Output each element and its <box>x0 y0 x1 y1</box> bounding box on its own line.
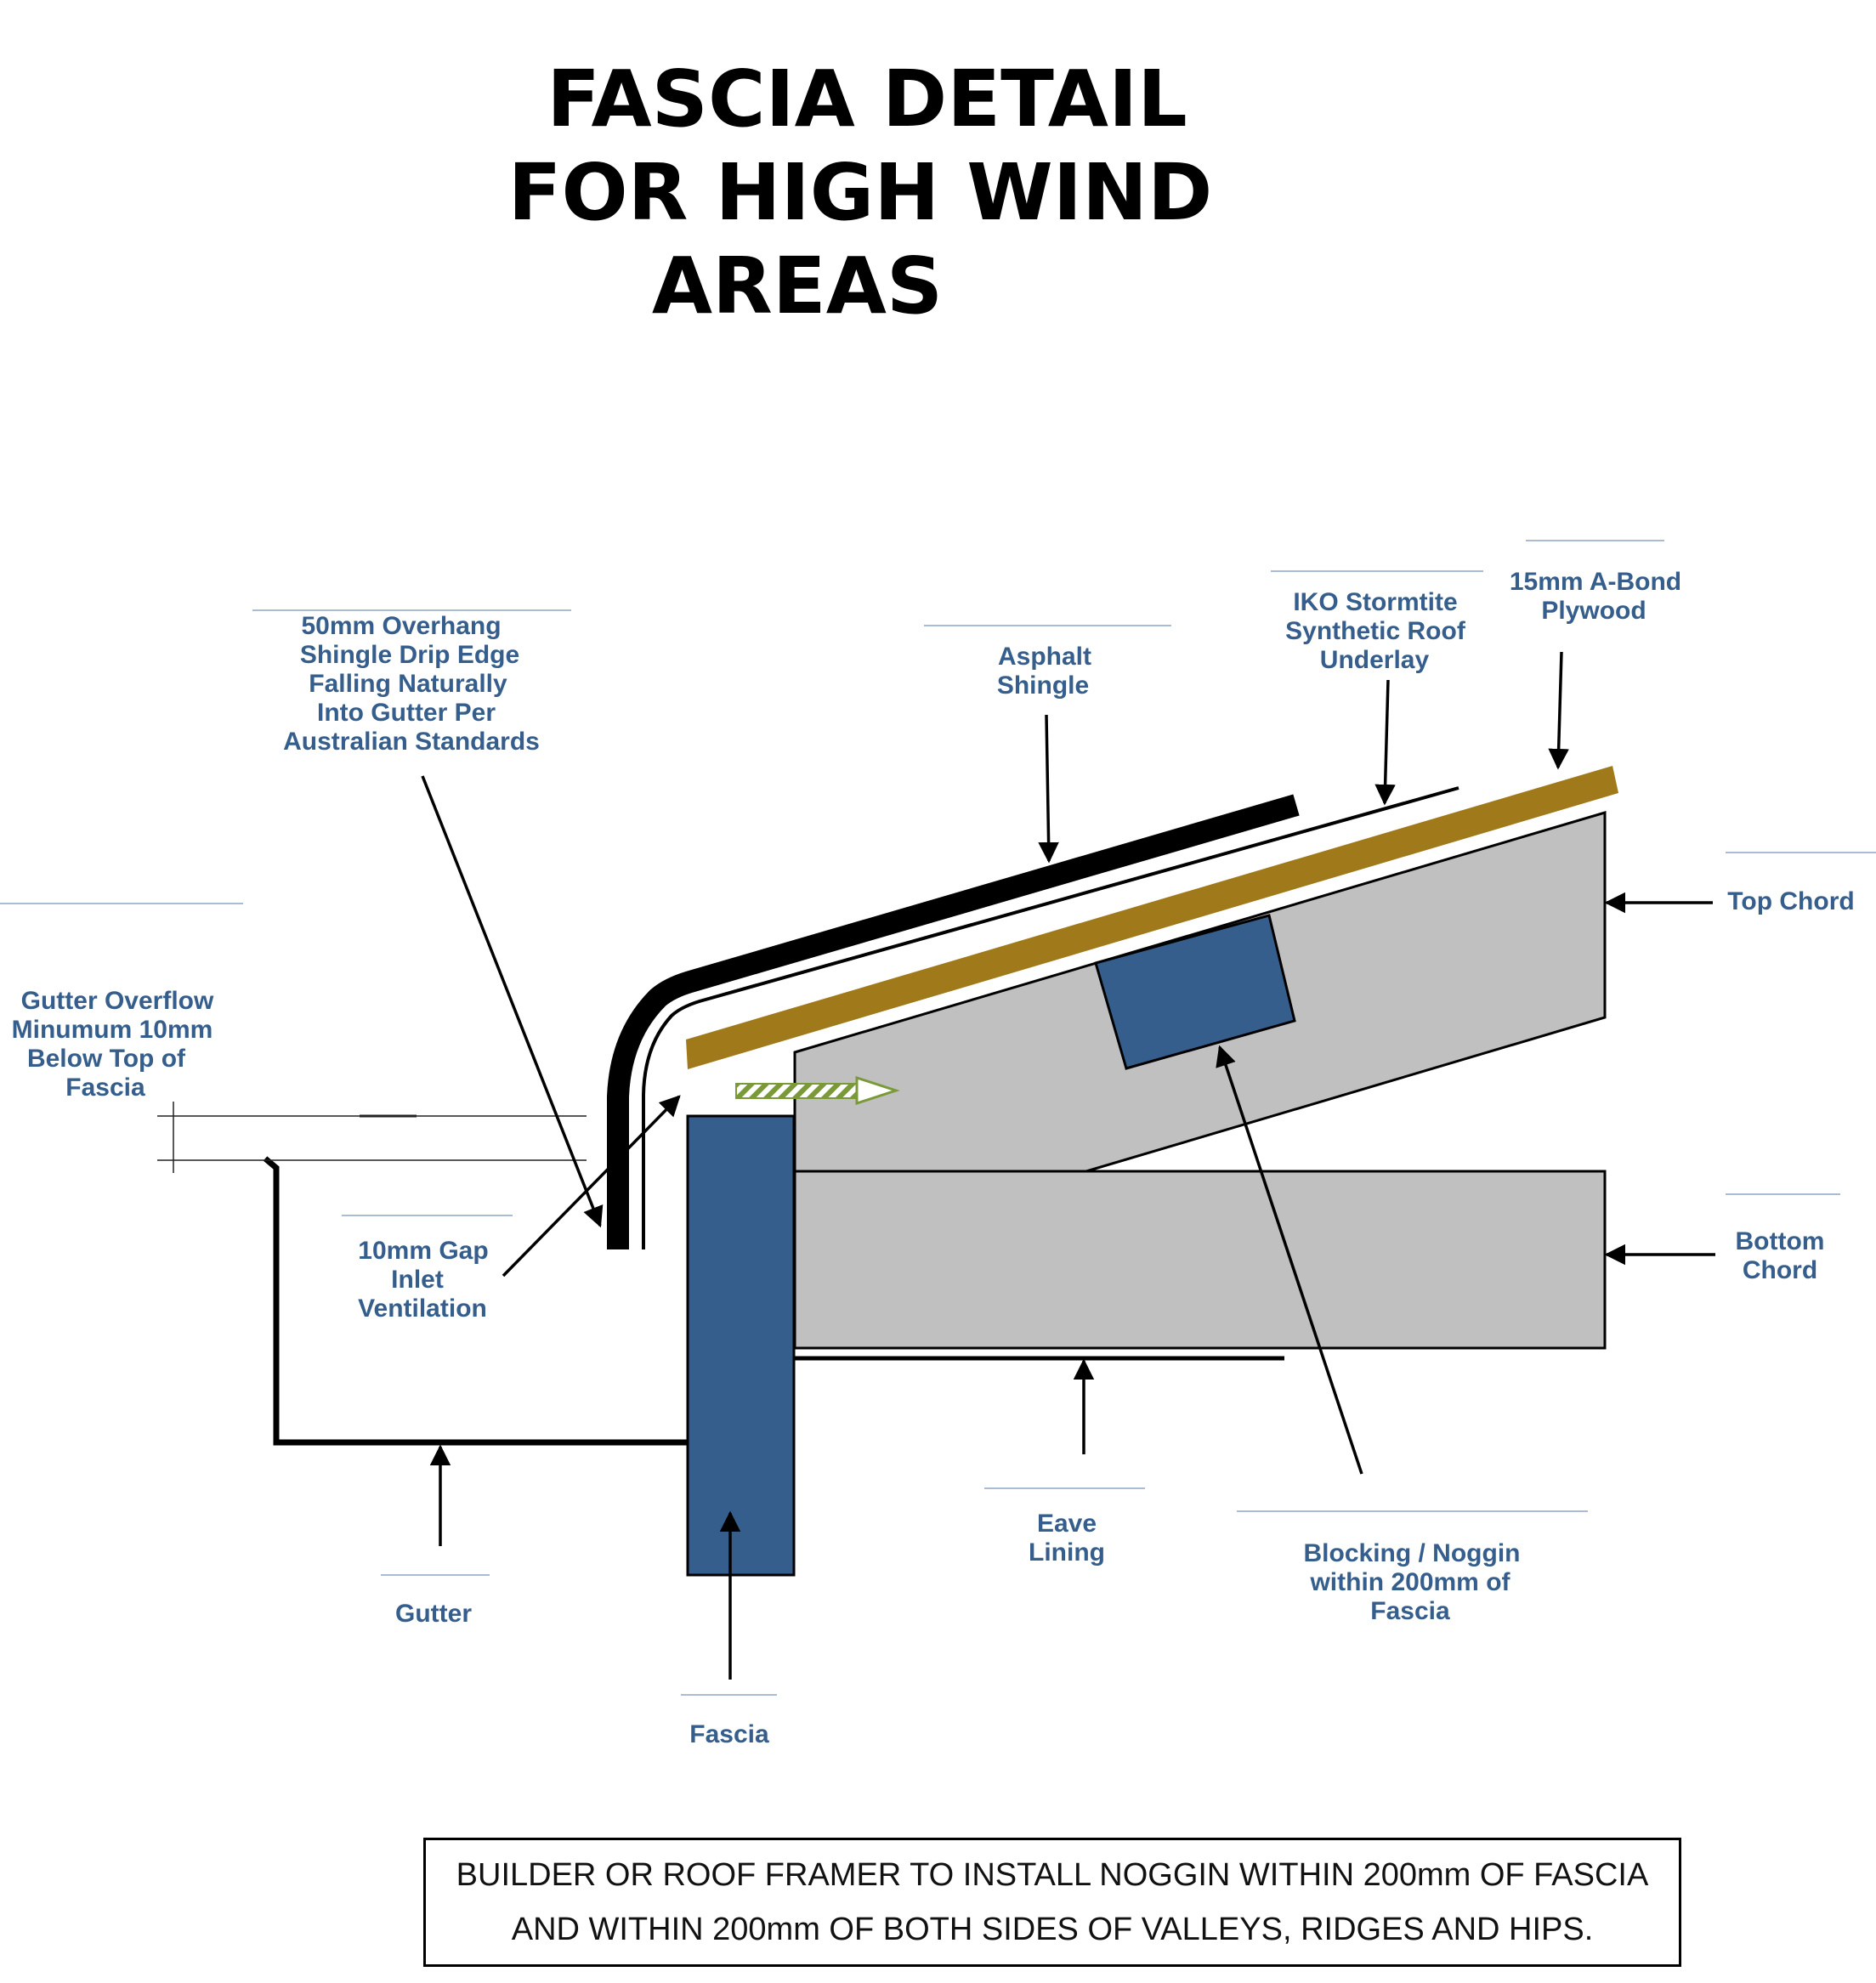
svg-text:Australian Standards: Australian Standards <box>283 728 540 756</box>
overflow-dimension <box>157 1102 587 1173</box>
arrow-underlay <box>1374 679 1396 806</box>
svg-text:Shingle Drip Edge: Shingle Drip Edge <box>300 641 519 669</box>
label-underlines <box>0 540 1876 1696</box>
svg-text:Plywood: Plywood <box>1541 597 1646 625</box>
svg-text:Top Chord: Top Chord <box>1727 887 1854 915</box>
builder-note-box: BUILDER OR ROOF FRAMER TO INSTALL NOGGIN… <box>423 1838 1681 1967</box>
svg-text:Falling Naturally: Falling Naturally <box>309 670 507 698</box>
svg-text:15mm A-Bond: 15mm A-Bond <box>1510 568 1681 596</box>
diagram-title: FASCIA DETAIL FOR HIGH WIND AREAS <box>508 54 1213 331</box>
arrow-overhang <box>421 775 604 1228</box>
svg-text:Eave: Eave <box>1037 1510 1097 1538</box>
note-line-2: AND WITHIN 200mm OF BOTH SIDES OF VALLEY… <box>511 1912 1594 1947</box>
svg-text:Asphalt: Asphalt <box>998 643 1091 671</box>
label-gutter-overflow: Gutter Overflow Minumum 10mm Below Top o… <box>12 987 214 1102</box>
arrow-blocking <box>1216 1045 1363 1475</box>
svg-text:Synthetic Roof: Synthetic Roof <box>1285 617 1466 645</box>
svg-text:Blocking / Noggin: Blocking / Noggin <box>1304 1539 1521 1567</box>
label-top-chord: Top Chord <box>1727 887 1854 915</box>
asphalt-shingle-drip-edge <box>607 794 1300 1249</box>
title-line-2: FOR HIGH WIND <box>508 147 1213 238</box>
label-bottom-chord: Bottom Chord <box>1736 1227 1825 1284</box>
bottom-chord <box>793 1170 1607 1350</box>
svg-text:Chord: Chord <box>1743 1256 1817 1284</box>
svg-text:Bottom: Bottom <box>1736 1227 1825 1255</box>
arrow-asphalt-shingle <box>1038 714 1059 864</box>
svg-text:Gutter Overflow: Gutter Overflow <box>21 987 214 1015</box>
svg-text:IKO Stormtite: IKO Stormtite <box>1293 588 1457 616</box>
label-eave-lining: Eave Lining <box>1029 1510 1105 1567</box>
svg-text:Fascia: Fascia <box>689 1720 769 1748</box>
label-fascia: Fascia <box>689 1720 769 1748</box>
svg-text:Inlet: Inlet <box>391 1266 444 1294</box>
svg-text:Lining: Lining <box>1029 1538 1105 1567</box>
svg-text:Into Gutter Per: Into Gutter Per <box>317 699 496 727</box>
svg-text:Ventilation: Ventilation <box>358 1295 487 1323</box>
title-line-3: AREAS <box>652 241 943 331</box>
label-gutter: Gutter <box>395 1600 472 1628</box>
svg-text:Fascia: Fascia <box>1370 1597 1450 1625</box>
svg-text:within 200mm of: within 200mm of <box>1309 1568 1510 1596</box>
arrow-plywood <box>1548 651 1569 770</box>
blocking-noggin <box>1094 914 1296 1070</box>
label-gap: 10mm Gap Inlet Ventilation <box>358 1237 489 1323</box>
svg-text:Underlay: Underlay <box>1320 646 1430 674</box>
svg-text:10mm Gap: 10mm Gap <box>358 1237 488 1265</box>
note-line-1: BUILDER OR ROOF FRAMER TO INSTALL NOGGIN… <box>456 1857 1649 1893</box>
label-asphalt-shingle: Asphalt Shingle <box>997 643 1091 700</box>
fascia-board <box>686 1114 796 1577</box>
svg-text:Shingle: Shingle <box>997 671 1089 700</box>
airflow-arrow <box>735 1075 900 1106</box>
svg-text:Gutter: Gutter <box>395 1600 472 1628</box>
svg-text:Minumum 10mm: Minumum 10mm <box>12 1016 213 1044</box>
gutter <box>263 1156 688 1446</box>
label-blocking: Blocking / Noggin within 200mm of Fascia <box>1304 1539 1521 1625</box>
svg-text:Below Top of: Below Top of <box>27 1045 186 1073</box>
svg-text:Fascia: Fascia <box>65 1074 145 1102</box>
svg-text:50mm Overhang: 50mm Overhang <box>301 612 501 640</box>
label-plywood: 15mm A-Bond Plywood <box>1510 568 1681 625</box>
label-overhang: 50mm Overhang Shingle Drip Edge Falling … <box>283 612 540 756</box>
arrow-gap <box>502 1095 681 1278</box>
leader-arrows <box>421 651 1715 1680</box>
label-underlay: IKO Stormtite Synthetic Roof Underlay <box>1285 588 1466 674</box>
title-line-1: FASCIA DETAIL <box>547 54 1187 144</box>
underlay-membrane <box>642 786 1459 1249</box>
plywood-board <box>686 766 1618 1069</box>
